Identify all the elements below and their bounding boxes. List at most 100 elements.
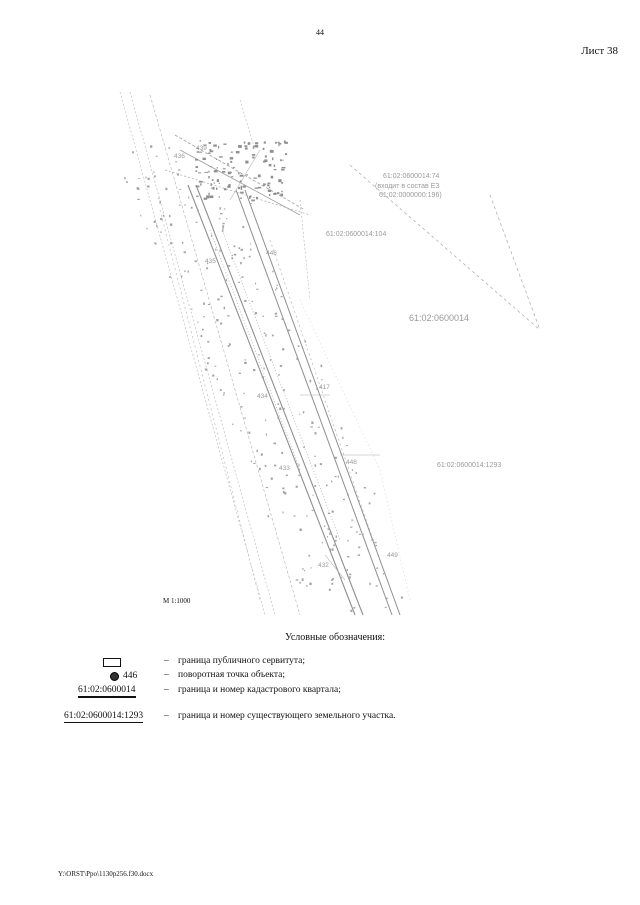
survey-mark xyxy=(233,245,236,248)
survey-mark xyxy=(386,597,388,600)
survey-mark xyxy=(184,204,186,206)
servitude-boundary xyxy=(187,184,356,616)
survey-mark xyxy=(250,243,252,245)
survey-mark xyxy=(223,306,226,310)
survey-mark xyxy=(264,155,267,158)
survey-mark xyxy=(156,225,158,228)
survey-mark xyxy=(309,379,312,383)
survey-mark xyxy=(351,519,354,521)
survey-mark xyxy=(333,544,335,547)
survey-mark xyxy=(147,177,150,180)
survey-mark xyxy=(225,279,227,282)
survey-mark xyxy=(271,334,274,337)
survey-mark xyxy=(270,477,273,480)
survey-mark xyxy=(255,142,259,144)
survey-mark xyxy=(251,154,256,156)
survey-mark xyxy=(204,368,208,371)
survey-mark xyxy=(209,149,212,151)
survey-mark xyxy=(240,185,243,188)
survey-mark xyxy=(326,484,328,487)
survey-mark xyxy=(216,167,218,169)
survey-mark xyxy=(214,365,217,367)
survey-mark xyxy=(227,185,231,188)
survey-mark xyxy=(319,463,322,466)
survey-mark xyxy=(239,180,242,183)
survey-mark xyxy=(280,193,284,197)
servitude-boundary xyxy=(244,189,401,616)
survey-mark xyxy=(281,167,286,169)
survey-mark xyxy=(349,573,352,576)
legend-description: поворотная точка объекта; xyxy=(178,670,286,680)
survey-mark xyxy=(220,322,223,325)
survey-mark xyxy=(241,276,244,278)
survey-mark xyxy=(158,197,160,200)
survey-mark xyxy=(285,474,288,476)
survey-mark xyxy=(179,188,182,190)
utility-line xyxy=(269,239,381,561)
parcel-label-74-note: (входит в состав ЕЗ xyxy=(375,183,439,190)
survey-mark xyxy=(368,502,371,505)
survey-mark xyxy=(252,156,255,159)
survey-mark xyxy=(245,160,249,164)
point-label: 435 xyxy=(205,258,216,265)
survey-mark xyxy=(206,195,210,199)
survey-mark xyxy=(367,524,369,528)
survey-mark xyxy=(219,249,221,252)
survey-mark xyxy=(303,446,305,448)
survey-mark xyxy=(207,303,211,306)
survey-mark xyxy=(211,179,214,181)
survey-mark xyxy=(323,525,326,527)
survey-mark xyxy=(272,270,274,273)
survey-mark xyxy=(295,485,298,488)
survey-mark xyxy=(217,298,220,301)
survey-mark xyxy=(238,145,242,148)
survey-mark xyxy=(162,214,165,217)
survey-mark xyxy=(227,171,231,175)
survey-mark xyxy=(203,144,207,146)
survey-mark xyxy=(282,490,285,494)
survey-mark xyxy=(299,413,301,415)
survey-mark xyxy=(267,189,272,192)
parcel-boundary xyxy=(179,149,301,216)
survey-mark xyxy=(311,509,314,511)
survey-mark xyxy=(132,151,134,154)
survey-mark xyxy=(208,176,210,179)
point-label: 446 xyxy=(266,250,277,257)
survey-mark xyxy=(310,426,313,428)
survey-mark xyxy=(222,222,225,225)
point-label: 439 xyxy=(196,145,207,152)
survey-mark xyxy=(216,158,218,160)
survey-mark xyxy=(255,144,259,148)
survey-mark xyxy=(280,159,282,162)
legend-point-label: 446 xyxy=(123,671,138,681)
survey-mark xyxy=(195,166,199,168)
survey-mark xyxy=(230,151,233,153)
survey-mark xyxy=(203,302,205,305)
legend-dash: – xyxy=(164,670,169,680)
survey-mark xyxy=(179,204,181,206)
survey-mark xyxy=(224,168,226,170)
survey-mark xyxy=(263,141,266,144)
survey-mark xyxy=(253,463,256,464)
survey-mark xyxy=(329,532,331,535)
survey-mark xyxy=(219,389,222,391)
survey-mark xyxy=(218,156,223,158)
survey-mark xyxy=(216,179,219,182)
survey-mark xyxy=(295,579,299,581)
survey-mark xyxy=(350,526,353,528)
legend-title: Условные обозначения: xyxy=(284,632,385,643)
survey-mark xyxy=(218,196,221,198)
survey-mark xyxy=(124,177,126,180)
survey-mark xyxy=(301,578,304,581)
survey-mark xyxy=(211,234,213,237)
survey-mark xyxy=(220,213,223,215)
survey-mark xyxy=(251,199,255,202)
survey-mark xyxy=(221,230,224,232)
survey-mark xyxy=(281,168,285,171)
survey-mark xyxy=(227,345,230,347)
survey-mark xyxy=(253,145,256,147)
survey-mark xyxy=(177,173,179,176)
survey-mark xyxy=(281,318,283,320)
survey-mark xyxy=(155,243,157,245)
point-label: 448 xyxy=(346,459,357,466)
